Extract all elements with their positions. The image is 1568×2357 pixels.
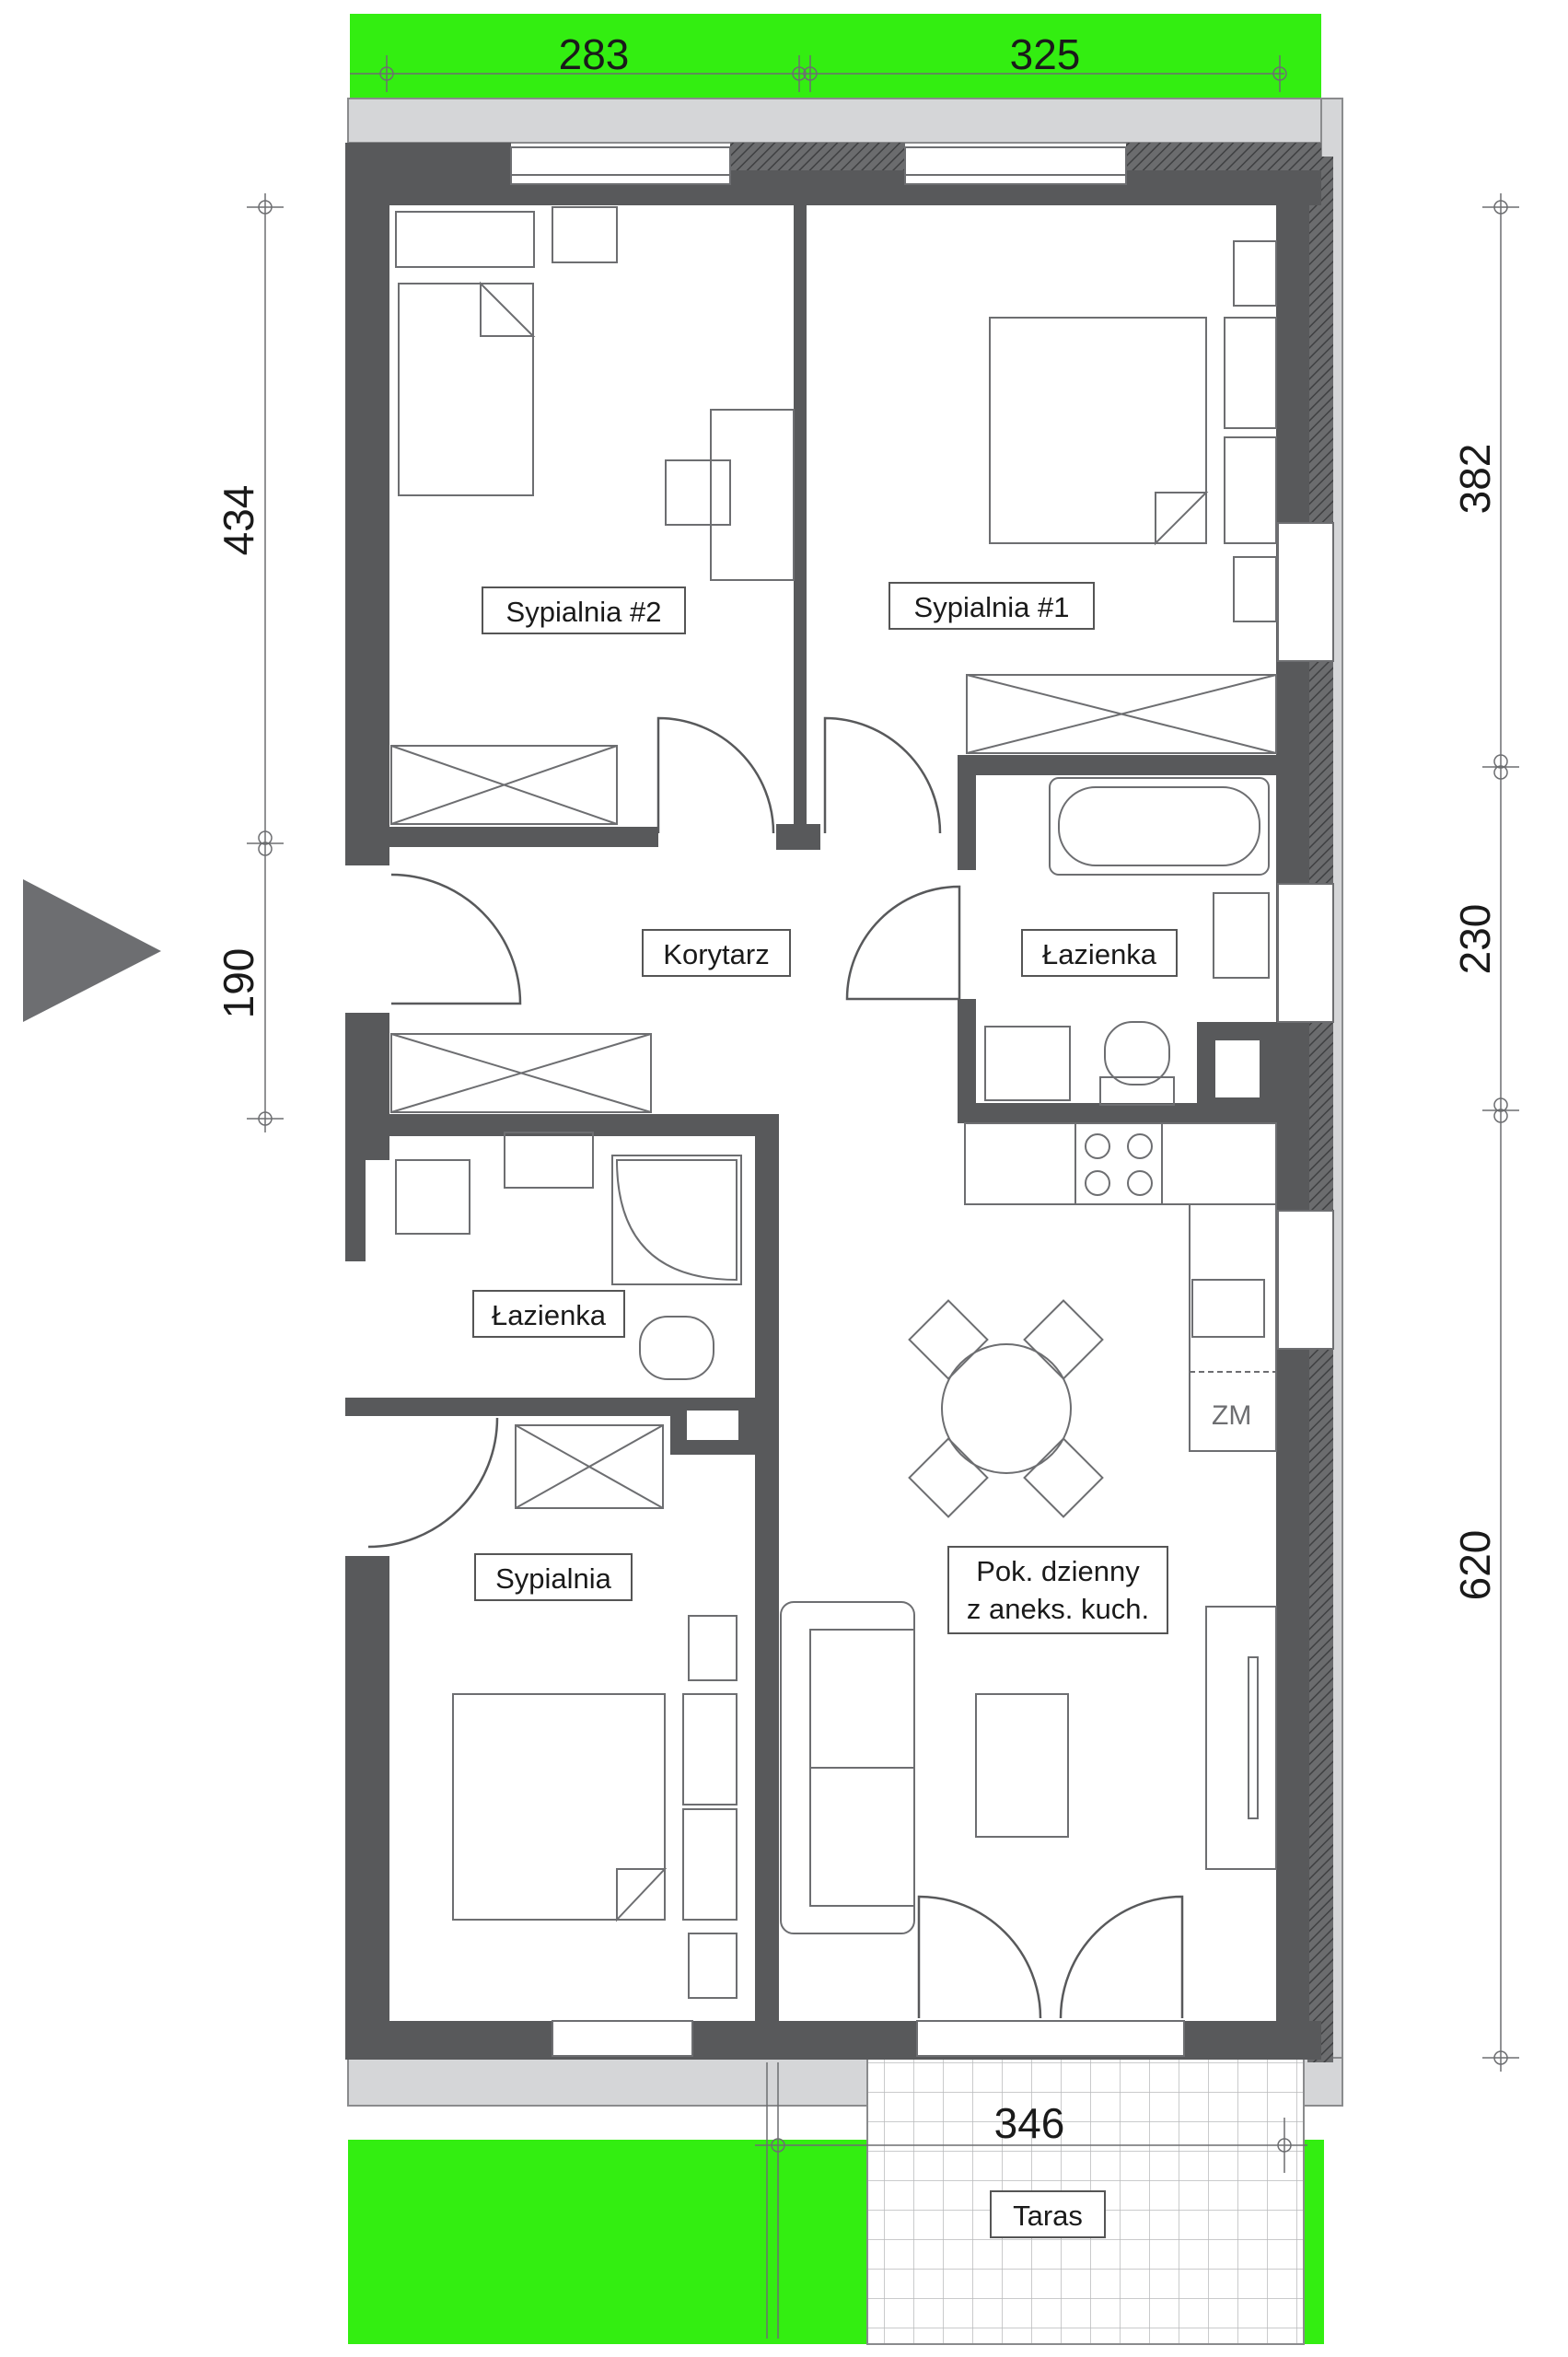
- wall-right-inner: [1276, 170, 1309, 2058]
- dim-right-upper: 382: [1451, 444, 1499, 515]
- toilet-main: [1104, 1021, 1170, 1086]
- kitchen-counter-top: [964, 1122, 1277, 1205]
- wardrobe-bedroom2: [390, 745, 618, 825]
- door-terrace-right: [1059, 1895, 1184, 2019]
- door-bedroom2: [656, 716, 775, 834]
- dim-left-upper: 434: [215, 485, 262, 556]
- entrance-arrow-icon: [23, 879, 161, 1022]
- window-bottom-1: [552, 2020, 693, 2057]
- wall-left-corridor: [345, 1013, 389, 1160]
- window-top-1: [510, 146, 731, 185]
- wardrobe-bedroom1: [966, 674, 1277, 754]
- wall-top-inner: [345, 170, 1321, 205]
- wall-smallbath-bottom: [345, 1398, 778, 1416]
- dim-terrace-width: 346: [994, 2099, 1065, 2147]
- wall-bath-left: [958, 755, 976, 870]
- door-bedroom1: [823, 716, 942, 834]
- greenery-top: [350, 14, 1321, 99]
- dim-right-lower: 620: [1451, 1530, 1499, 1601]
- wall-left-lower: [345, 1556, 389, 2058]
- door-terrace-left: [917, 1895, 1042, 2019]
- label-bedroom1: Sypialnia #1: [914, 591, 1070, 623]
- wardrobe-corridor: [390, 1033, 652, 1113]
- wall-living-left: [755, 1114, 779, 2035]
- label-corridor: Korytarz: [663, 938, 769, 970]
- wall-bath-bottom: [958, 1103, 1276, 1123]
- door-bathroom-main: [845, 885, 961, 1001]
- wall-bedroom1-bottom: [958, 755, 1276, 775]
- wall-top-right: [1126, 143, 1321, 172]
- label-bathroom-main: Łazienka: [1042, 938, 1157, 970]
- window-right-3: [1277, 1210, 1334, 1350]
- door-bedroom3: [367, 1417, 499, 1549]
- bed-bedroom3: [452, 1693, 666, 1921]
- kitchen-sink: [1191, 1279, 1265, 1338]
- label-bathroom-small: Łazienka: [492, 1299, 607, 1331]
- wall-bath-left-lower: [958, 999, 976, 1119]
- dim-left-lower: 190: [215, 948, 262, 1019]
- small-bath-sink: [504, 1132, 594, 1189]
- exterior-top-strip: [347, 98, 1343, 144]
- coffee-table: [975, 1693, 1069, 1838]
- dim-top-left: 283: [559, 30, 630, 78]
- label-bedroom2: Sypialnia #2: [506, 596, 662, 628]
- desk-bedroom2: [710, 409, 795, 581]
- wall-bedrooms-divider: [794, 205, 807, 841]
- washing-machine: [984, 1026, 1071, 1101]
- dim-right-middle: 230: [1451, 904, 1499, 975]
- window-right-1: [1277, 522, 1334, 662]
- cooktop: [1074, 1122, 1163, 1205]
- shower: [615, 1159, 738, 1282]
- wall-top-left: [345, 143, 511, 172]
- wall-left-bath: [345, 1151, 366, 1261]
- bath-sink: [1213, 892, 1270, 979]
- window-bottom-door: [916, 2020, 1185, 2057]
- label-terrace: Taras: [1013, 2200, 1083, 2232]
- dim-top-right: 325: [1010, 30, 1081, 78]
- label-living-line1: Pok. dzienny: [976, 1555, 1140, 1587]
- bed-bedroom2: [398, 283, 534, 496]
- wall-top-mid: [730, 143, 905, 172]
- wall-left-upper: [345, 170, 389, 865]
- dimension-lines: [247, 55, 1519, 2339]
- door-entrance: [390, 873, 522, 1005]
- wardrobe-bedroom3: [515, 1424, 664, 1509]
- kitchen-counter-right: [1189, 1203, 1277, 1452]
- tv-cabinet: [1205, 1606, 1277, 1870]
- toilet-small: [639, 1316, 714, 1380]
- window-right-2: [1277, 883, 1334, 1023]
- wall-bedroom2-bottom: [345, 827, 658, 847]
- label-bedroom3: Sypialnia: [495, 1562, 612, 1595]
- bed-bedroom1: [989, 317, 1207, 544]
- window-top-2: [904, 146, 1127, 185]
- label-living-line2: z aneks. kuch.: [967, 1593, 1149, 1625]
- dining-table: [941, 1343, 1072, 1474]
- bathtub: [1049, 777, 1270, 876]
- zm-label: ZM: [1212, 1400, 1251, 1431]
- wall-right-hatch: [1307, 157, 1333, 2062]
